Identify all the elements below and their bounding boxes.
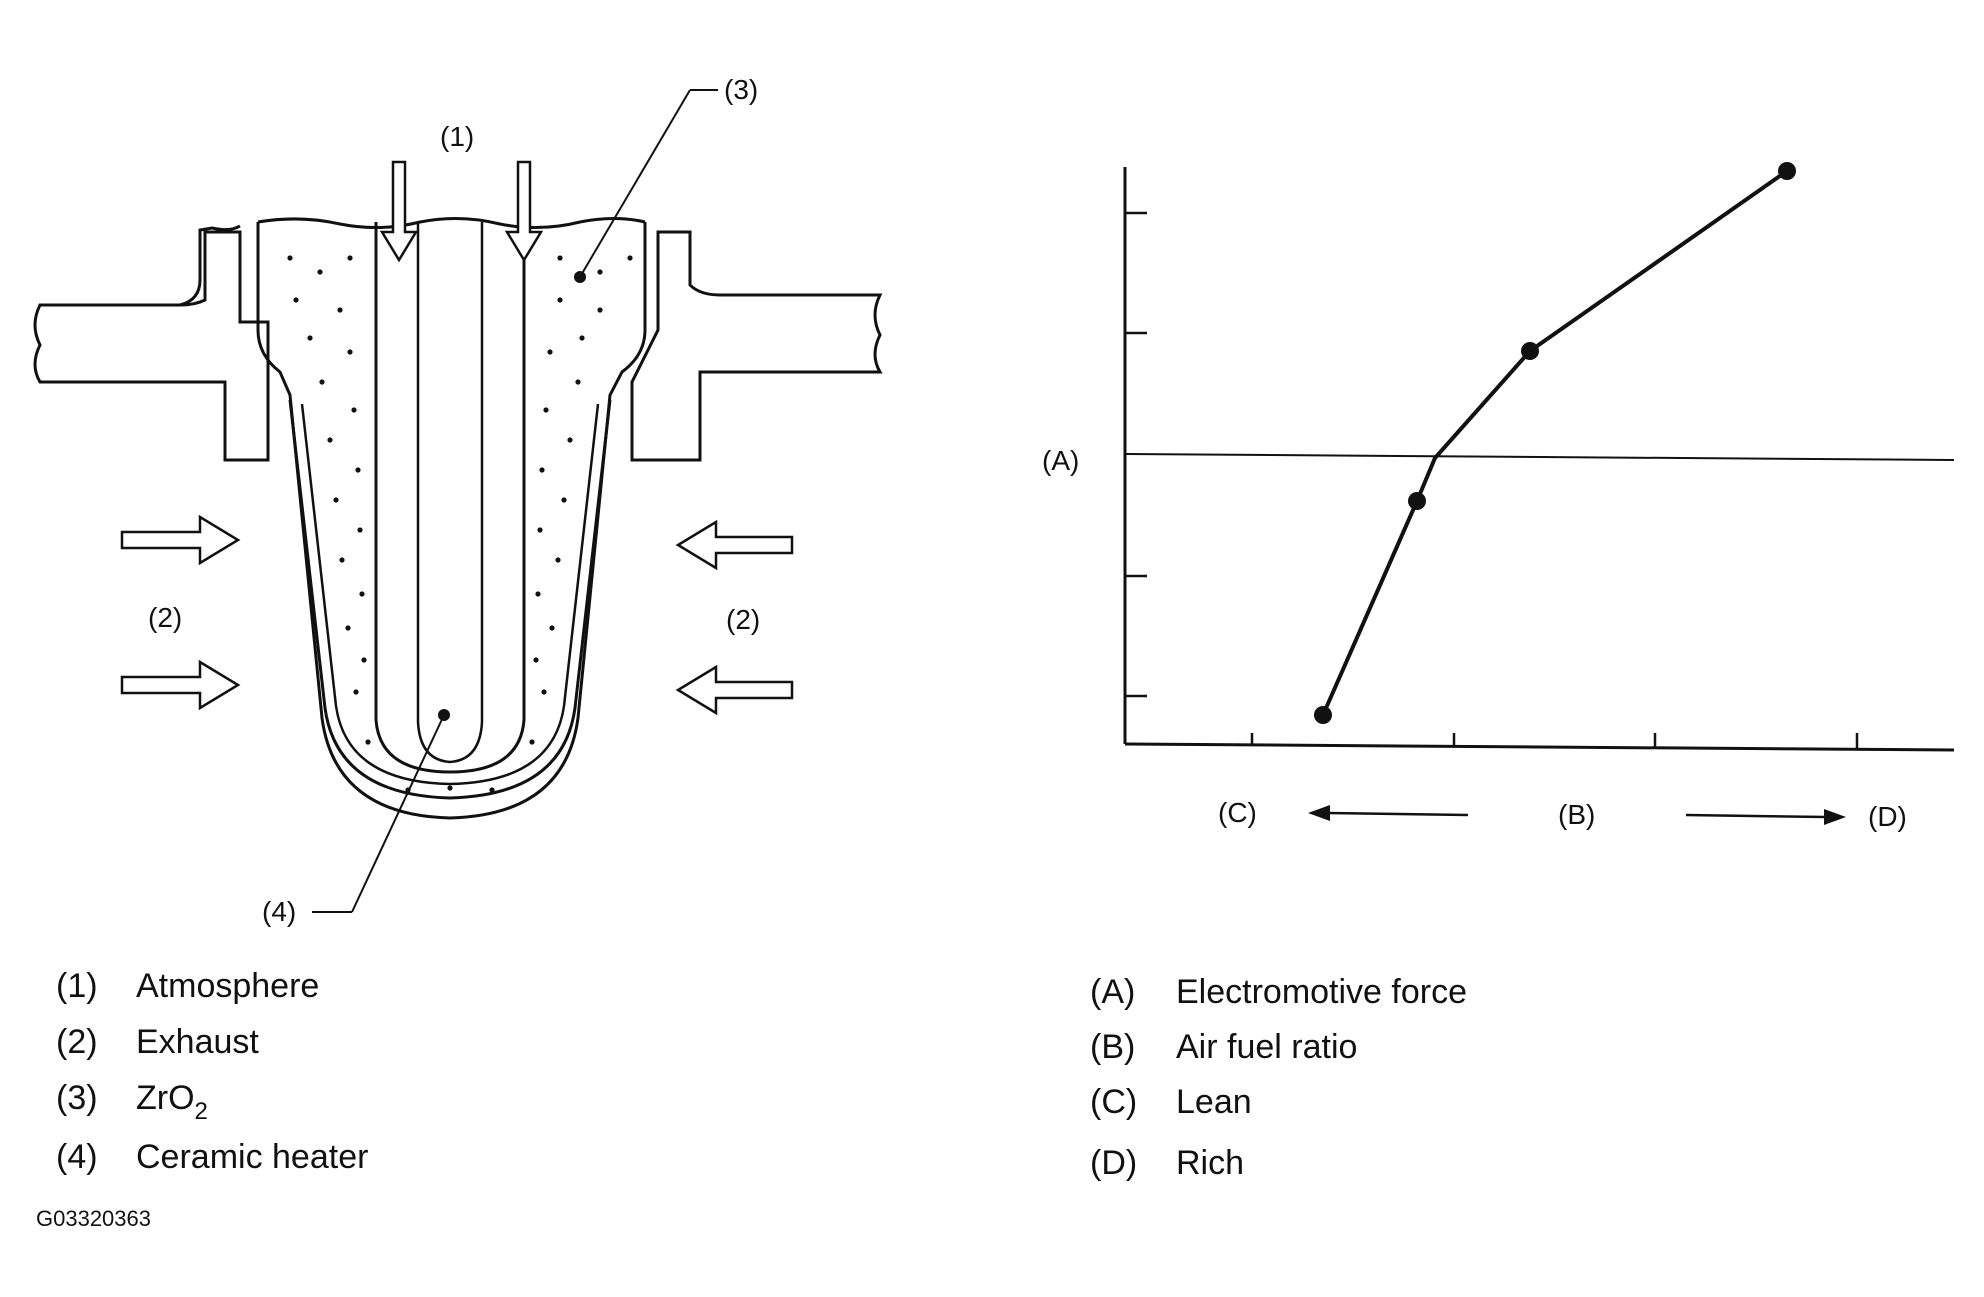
rich-arrow xyxy=(1685,809,1846,825)
atmosphere-chamber xyxy=(416,222,484,764)
legend-code: (D) xyxy=(1090,1144,1137,1182)
callout-exhaust-left: (2) xyxy=(148,602,182,633)
emf-vs-afr-graph: (A) (C) (B) (D) xyxy=(1042,162,1955,832)
curve-point xyxy=(1408,492,1426,510)
reference-line xyxy=(1124,453,1955,461)
ceramic-heater-shield-inner xyxy=(300,403,600,786)
legend-text: Exhaust xyxy=(136,1023,259,1061)
exhaust-arrow-right-top xyxy=(675,519,794,571)
curve-point xyxy=(1521,342,1539,360)
x-axis-label-lean: (C) xyxy=(1218,797,1257,828)
callout-zro2: (3) xyxy=(724,74,758,105)
figure-id: G03320363 xyxy=(36,1206,151,1231)
legend-code: (A) xyxy=(1090,973,1135,1011)
legend-text: Lean xyxy=(1176,1083,1252,1121)
callout-exhaust-right: (2) xyxy=(726,604,760,635)
atmosphere-arrow-left xyxy=(379,160,419,263)
legend-code: (4) xyxy=(56,1138,98,1176)
y-axis-label: (A) xyxy=(1042,445,1079,476)
leader-dot-heater xyxy=(438,709,450,721)
legend-text-main: ZrO xyxy=(136,1079,195,1117)
exhaust-pipe-wall-upper-left xyxy=(40,224,241,307)
legend-right: (A) Electromotive force (B) Air fuel rat… xyxy=(1090,973,1467,1182)
exhaust-arrow-left-top xyxy=(120,514,241,566)
leader-dot-zro2 xyxy=(574,271,586,283)
legend-text-subscript: 2 xyxy=(195,1098,208,1125)
break-line xyxy=(257,216,646,230)
x-axis xyxy=(1124,742,1955,752)
curve-point xyxy=(1314,706,1332,724)
legend-text: Air fuel ratio xyxy=(1176,1028,1357,1066)
y-axis-ticks xyxy=(1125,211,1147,698)
curve-point xyxy=(1778,162,1796,180)
legend-code: (C) xyxy=(1090,1083,1137,1121)
legend-text: ZrO2 xyxy=(136,1079,208,1125)
emf-curve xyxy=(1321,169,1789,716)
leader-line-zro2 xyxy=(579,89,691,278)
x-axis-label-rich: (D) xyxy=(1868,801,1907,832)
x-axis-ticks xyxy=(1250,733,1859,749)
oxygen-sensor-diagram: (1) (3) (2) (2) (4) xyxy=(33,74,883,927)
ceramic-heater-shield xyxy=(288,399,612,800)
leader-line-heater xyxy=(351,714,445,913)
legend-code: (3) xyxy=(56,1079,98,1117)
sensor-housing xyxy=(256,222,647,820)
legend-code: (2) xyxy=(56,1023,98,1061)
legend-text: Rich xyxy=(1176,1144,1244,1182)
atmosphere-arrow-right xyxy=(504,160,544,263)
legend-code: (1) xyxy=(56,967,98,1005)
legend-text: Atmosphere xyxy=(136,967,319,1005)
legend-left: (1) Atmosphere (2) Exhaust (3) ZrO2 (4) … xyxy=(56,967,368,1176)
exhaust-arrow-left-bottom xyxy=(120,659,241,711)
callout-heater: (4) xyxy=(262,896,296,927)
zro2-dots xyxy=(287,255,633,793)
zro2-element xyxy=(374,222,526,774)
exhaust-arrow-right-bottom xyxy=(675,664,794,716)
legend-text: Ceramic heater xyxy=(136,1138,368,1176)
legend-code: (B) xyxy=(1090,1028,1135,1066)
lean-arrow xyxy=(1308,805,1469,821)
callout-atmosphere: (1) xyxy=(440,121,474,152)
exhaust-pipe-wall xyxy=(33,230,270,462)
x-axis-label: (B) xyxy=(1558,799,1595,830)
exhaust-pipe-wall-right xyxy=(630,230,883,462)
legend-text: Electromotive force xyxy=(1176,973,1467,1011)
